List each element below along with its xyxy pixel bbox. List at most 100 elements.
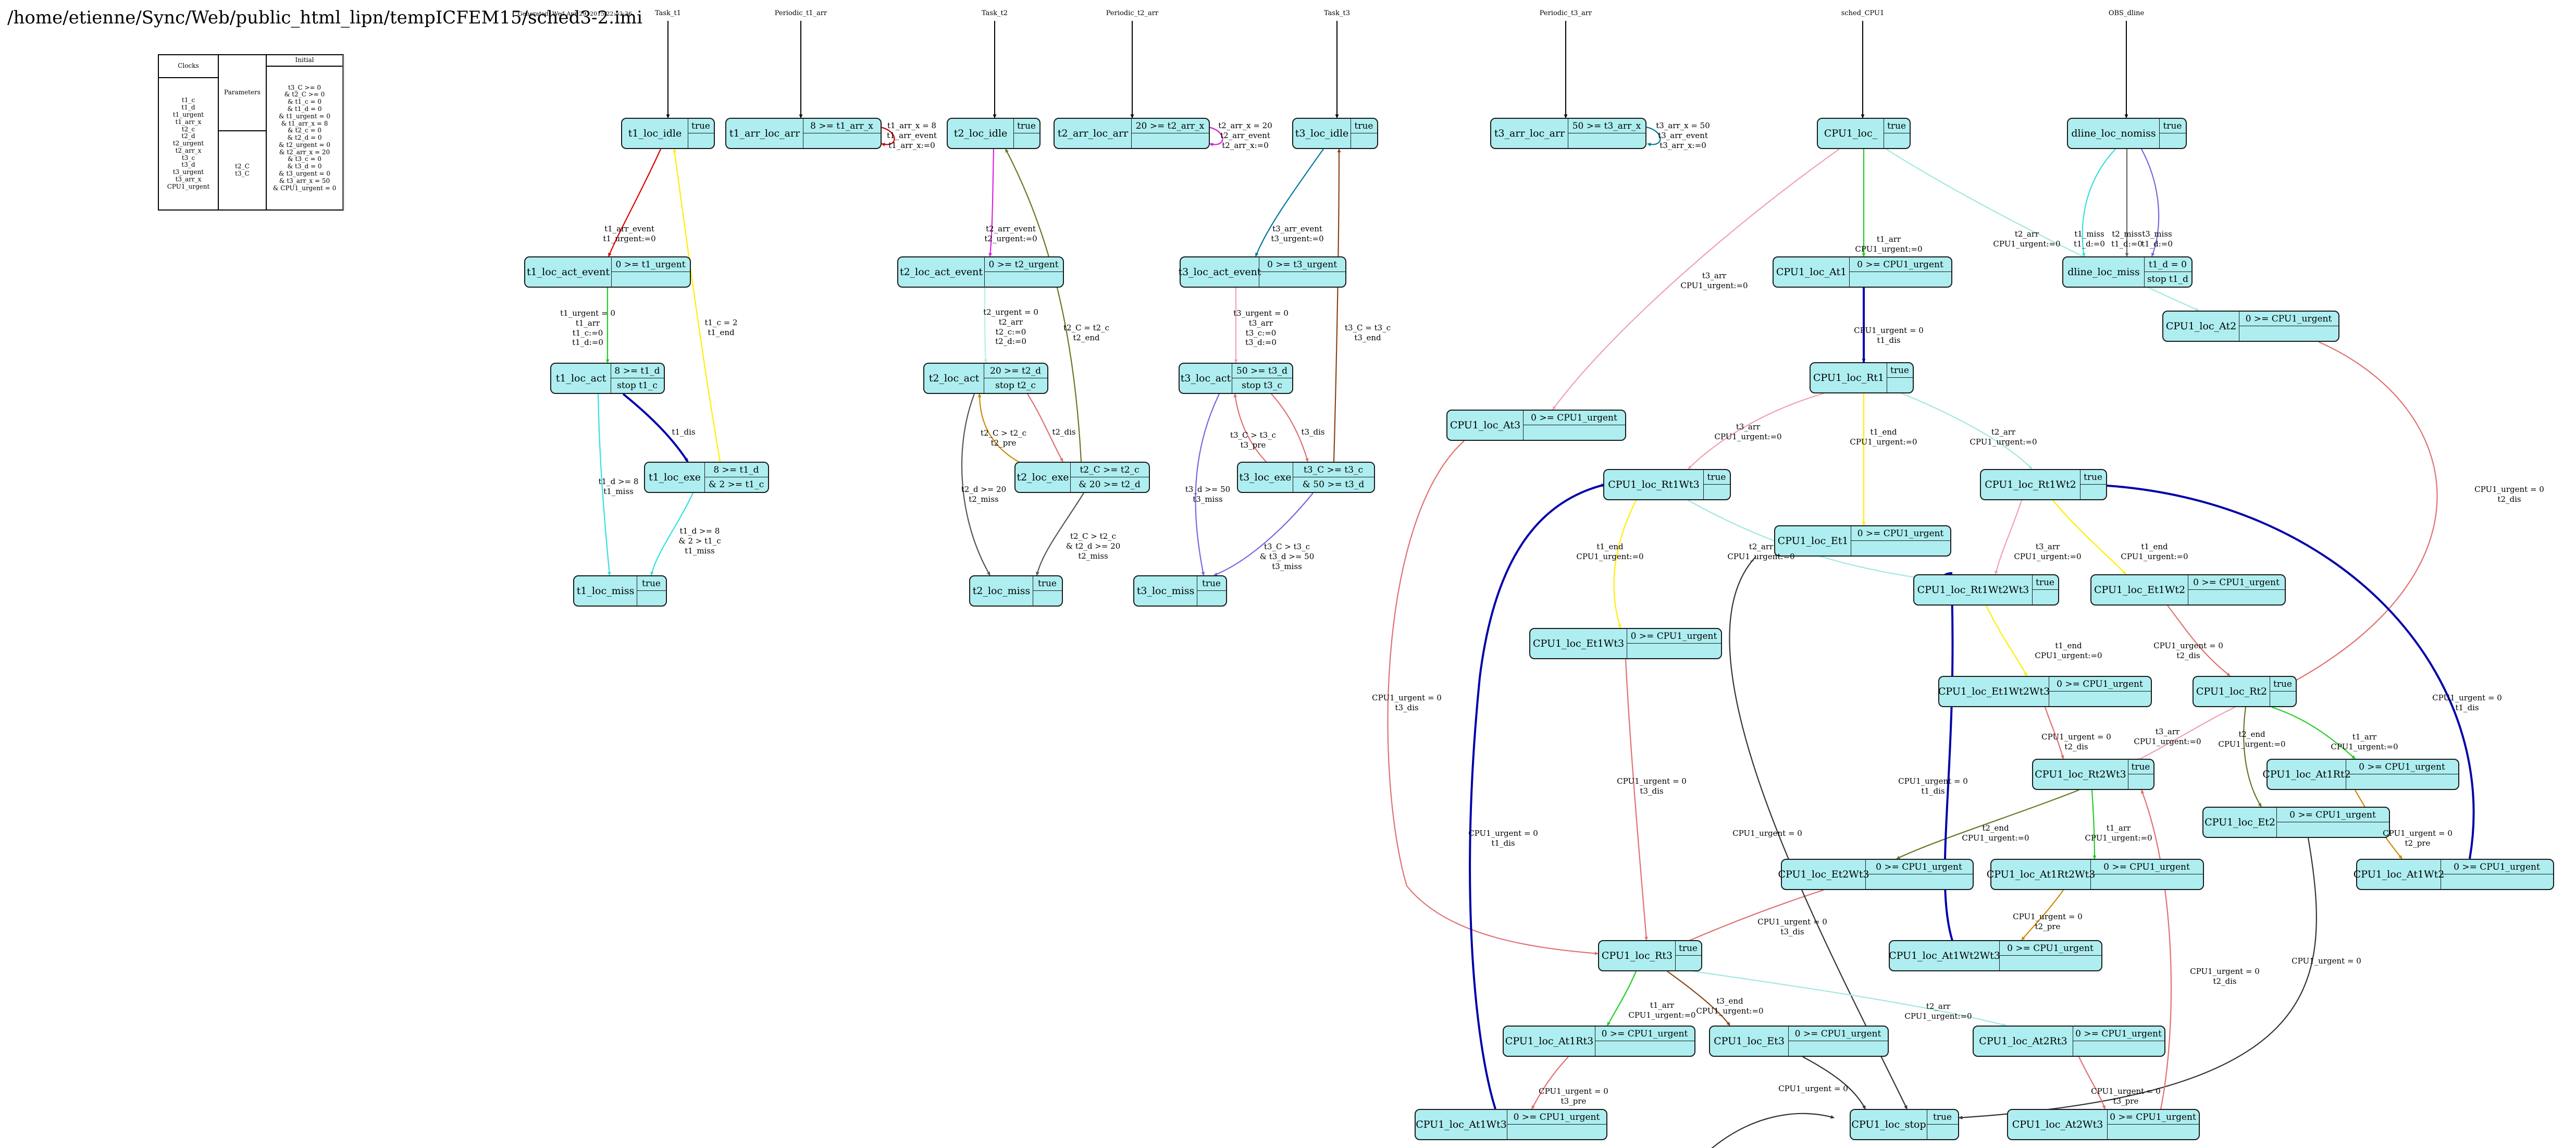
transition-e14	[1035, 492, 1084, 576]
state-name: CPU1_loc_Et1Wt2	[2091, 575, 2188, 604]
transition-label-line: CPU1_urgent = 0	[2432, 693, 2502, 702]
clock-name: t2_urgent	[172, 140, 204, 147]
transition-label-line: CPU1_urgent = 0	[2292, 956, 2361, 966]
transition-label-line: t3_C > t3_c	[1264, 542, 1310, 551]
automaton-label-a_p1: Periodic_t1_arr	[774, 9, 827, 17]
state-invariant: 0 >= t2_urgent	[988, 260, 1059, 270]
transition-e18	[1333, 149, 1341, 462]
initial-constraints: t3_C >= 0& t2_C >= 0& t1_c = 0& t1_d = 0…	[266, 66, 343, 210]
transition-label-line: t3_C = t3_c	[1344, 323, 1391, 332]
transition-e43	[2271, 706, 2356, 759]
transition-e60	[2078, 1056, 2106, 1109]
initial-constraint: & t1_d = 0	[287, 105, 322, 113]
state-stopwatch: & 2 >= t1_c	[704, 477, 768, 492]
state-stopwatch	[2073, 1041, 2164, 1056]
transition-e35	[1995, 500, 2023, 575]
state-stopwatch	[1259, 271, 1345, 287]
transition-e40	[2044, 707, 2064, 759]
transition-label-line: t1_c:=0	[572, 328, 603, 338]
clock-name: t3_c	[181, 154, 195, 162]
transition-label-line: CPU1_urgent = 0	[1617, 776, 1687, 786]
state-stopwatch	[2107, 1124, 2199, 1139]
transition-label-line: t1_arr_x:=0	[888, 140, 935, 150]
state-name: t3_loc_act	[1180, 364, 1232, 393]
transition-label-line: CPU1_urgent = 0	[1898, 776, 1968, 786]
clock-name: t1_arr_x	[175, 118, 202, 126]
state-name: CPU1_loc_At1Rt3	[1504, 1027, 1595, 1056]
transition-label-line: CPU1_urgent:=0	[2035, 650, 2102, 660]
state-name: CPU1_loc_At2Wt3	[2008, 1110, 2108, 1139]
transition-label-line: CPU1_urgent = 0	[2013, 912, 2083, 921]
state-cpu_init[interactable]: CPU1_loc_true	[1817, 118, 1911, 149]
transition-label-line: t2_end	[1073, 332, 1100, 342]
clock-name: CPU1_urgent	[167, 182, 210, 190]
transition-label-line: CPU1_urgent:=0	[2014, 551, 2082, 561]
clock-name: t1_d	[181, 104, 195, 112]
transition-e50	[2021, 890, 2064, 941]
transition-e11	[1027, 393, 1063, 462]
transition-label-line: t2_c:=0	[995, 327, 1026, 337]
transition-label-e53: CPU1_urgent = 0	[1732, 829, 1802, 838]
transition-e3	[673, 149, 721, 462]
transition-label-line: t2_dis	[2064, 742, 2088, 751]
transition-e5	[597, 393, 611, 576]
state-name: CPU1_loc_At3	[1447, 411, 1524, 440]
transition-e26	[1552, 149, 1840, 410]
transition-e56	[1667, 971, 1730, 1026]
transition-label-line: t1_miss	[603, 486, 634, 496]
initial-constraint: & t2_C >= 0	[284, 91, 325, 98]
transition-e61	[2082, 149, 2116, 257]
